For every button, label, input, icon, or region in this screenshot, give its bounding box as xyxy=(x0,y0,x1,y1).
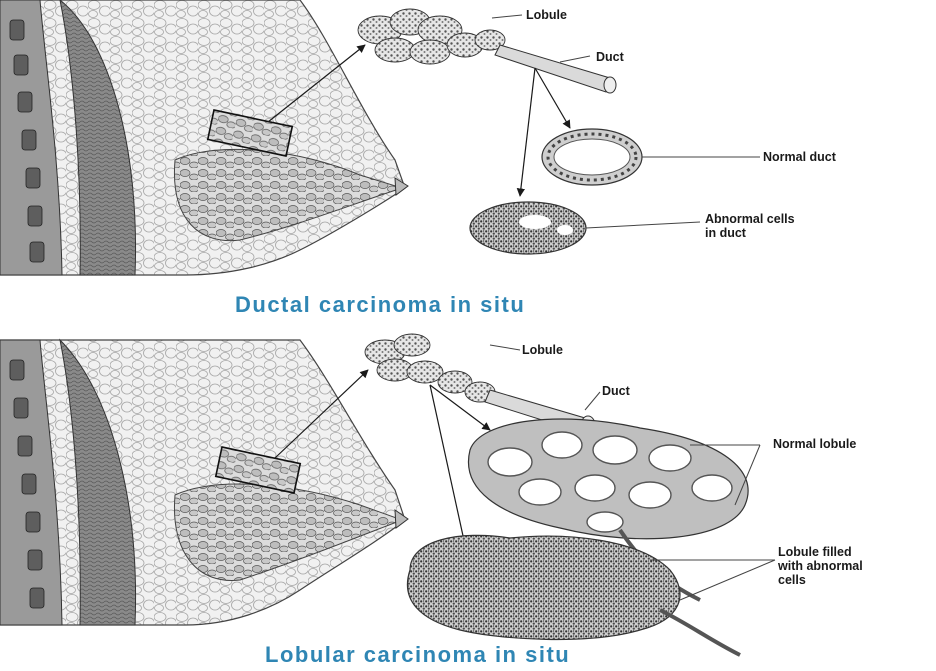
label-lobule-2: Lobule xyxy=(522,343,563,357)
caption-ductal: Ductal carcinoma in situ xyxy=(235,292,525,318)
arrow-to-abnormal-duct xyxy=(520,68,535,196)
panel-lobular xyxy=(0,334,775,655)
label-duct-2: Duct xyxy=(602,384,630,398)
duct xyxy=(495,45,610,92)
label-abnormal-duct-line-1: Abnormal cells xyxy=(705,212,795,226)
label-abnormal-lobule-line-2: with abnormal xyxy=(778,559,863,573)
leader-lines-ductal xyxy=(492,15,760,228)
abnormal-duct-cross-section xyxy=(470,202,586,254)
label-lobule-1: Lobule xyxy=(526,8,567,22)
lobule-cluster-2 xyxy=(365,334,495,402)
label-duct-1: Duct xyxy=(596,50,624,64)
breast-cross-section-2 xyxy=(0,340,408,625)
lobule-cluster xyxy=(358,9,505,64)
label-normal-lobule: Normal lobule xyxy=(773,437,856,451)
label-abnormal-duct: Abnormal cells in duct xyxy=(705,212,795,240)
caption-lobular: Lobular carcinoma in situ xyxy=(265,642,570,668)
label-abnormal-duct-line-2: in duct xyxy=(705,226,795,240)
label-abnormal-lobule: Lobule filled with abnormal cells xyxy=(778,545,863,587)
normal-duct-cross-section xyxy=(542,129,642,185)
panel-ductal xyxy=(0,0,760,275)
breast-cross-section xyxy=(0,0,408,275)
label-abnormal-lobule-line-3: cells xyxy=(778,573,863,587)
label-normal-duct: Normal duct xyxy=(763,150,836,164)
label-abnormal-lobule-line-1: Lobule filled xyxy=(778,545,863,559)
arrow-to-abnormal-lobule xyxy=(430,385,465,545)
